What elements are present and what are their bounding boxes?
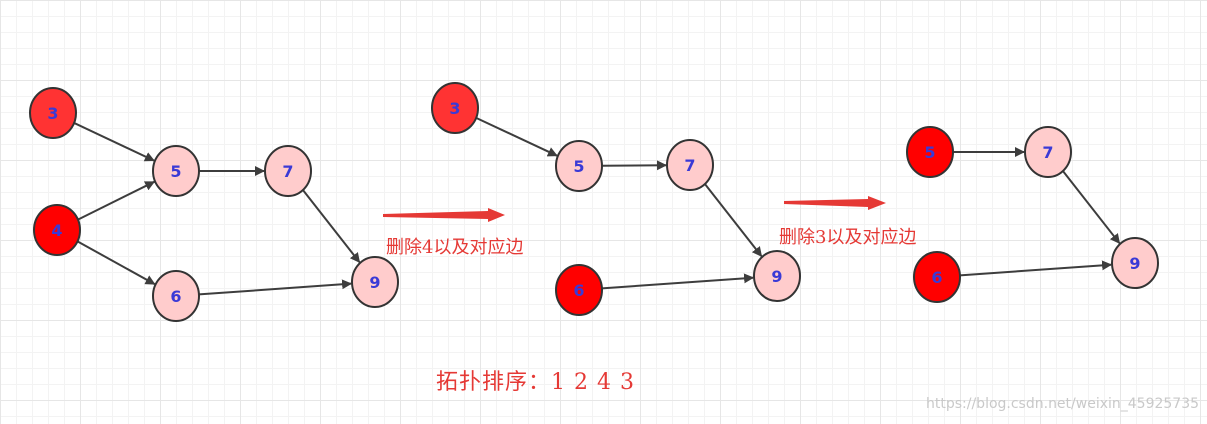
- node-label: 6: [931, 268, 942, 287]
- step-arrows: [383, 196, 886, 222]
- edge-g2-5-to-7: [601, 160, 668, 171]
- node-circle: [666, 139, 714, 191]
- node-g1-4: 4: [33, 204, 81, 256]
- node-g1-9: 9: [351, 256, 399, 308]
- node-label: 4: [51, 221, 62, 240]
- node-label: 3: [47, 104, 58, 123]
- topological-sort-result: 拓扑排序：1 2 4 3: [436, 370, 635, 395]
- node-circle: [1111, 237, 1159, 289]
- node-circle: [264, 145, 312, 197]
- edge-g1-4-to-6: [77, 240, 156, 286]
- edge-g3-6-to-9: [959, 260, 1113, 277]
- edges-layer: [73, 116, 1121, 296]
- step-arrow-1: [383, 208, 505, 222]
- node-g2-7: 7: [666, 139, 714, 191]
- node-g2-6: 6: [555, 264, 603, 316]
- node-g3-9: 9: [1111, 237, 1159, 289]
- edge-g1-6-to-9: [198, 279, 353, 296]
- node-circle: [555, 140, 603, 192]
- node-label: 5: [924, 143, 935, 162]
- node-label: 6: [170, 287, 181, 306]
- node-label: 9: [1129, 254, 1140, 273]
- node-circle: [753, 250, 801, 302]
- edge-g1-4-to-5: [77, 180, 156, 221]
- node-circle: [906, 126, 954, 178]
- edge-g1-7-to-9: [302, 189, 361, 263]
- node-g2-5: 5: [555, 140, 603, 192]
- node-label: 3: [449, 99, 460, 118]
- node-g2-9: 9: [753, 250, 801, 302]
- node-label: 6: [573, 281, 584, 300]
- step2-caption: 删除3以及对应边: [779, 227, 917, 248]
- node-circle: [431, 82, 479, 134]
- node-label: 5: [170, 162, 181, 181]
- node-g1-6: 6: [152, 270, 200, 322]
- nodes-layer: 3 4 5 6 7 9 3 5 6 7 9 5 6 7 9: [29, 82, 1159, 322]
- node-label: 9: [771, 267, 782, 286]
- node-circle: [555, 264, 603, 316]
- node-label: 7: [282, 162, 293, 181]
- node-circle: [351, 256, 399, 308]
- node-label: 7: [684, 156, 695, 175]
- node-label: 5: [573, 157, 584, 176]
- step1-caption: 删除4以及对应边: [386, 237, 524, 258]
- edge-g2-7-to-9: [704, 183, 763, 257]
- node-g3-7: 7: [1024, 126, 1072, 178]
- node-g3-6: 6: [913, 251, 961, 303]
- node-circle: [913, 251, 961, 303]
- node-circle: [1024, 126, 1072, 178]
- watermark: https://blog.csdn.net/weixin_45925735: [926, 396, 1200, 412]
- edge-g2-3-to-5: [475, 116, 558, 157]
- edge-g1-3-to-5: [73, 122, 155, 162]
- node-circle: [33, 204, 81, 256]
- step-arrow-2: [784, 196, 886, 210]
- edge-g3-7-to-9: [1062, 170, 1121, 244]
- edge-g2-6-to-9: [601, 273, 755, 290]
- node-g1-7: 7: [264, 145, 312, 197]
- node-g1-3: 3: [29, 87, 77, 139]
- node-label: 9: [369, 273, 380, 292]
- node-g3-5: 5: [906, 126, 954, 178]
- node-g1-5: 5: [152, 145, 200, 197]
- node-circle: [152, 270, 200, 322]
- node-label: 7: [1042, 143, 1053, 162]
- node-circle: [29, 87, 77, 139]
- node-g2-3: 3: [431, 82, 479, 134]
- node-circle: [152, 145, 200, 197]
